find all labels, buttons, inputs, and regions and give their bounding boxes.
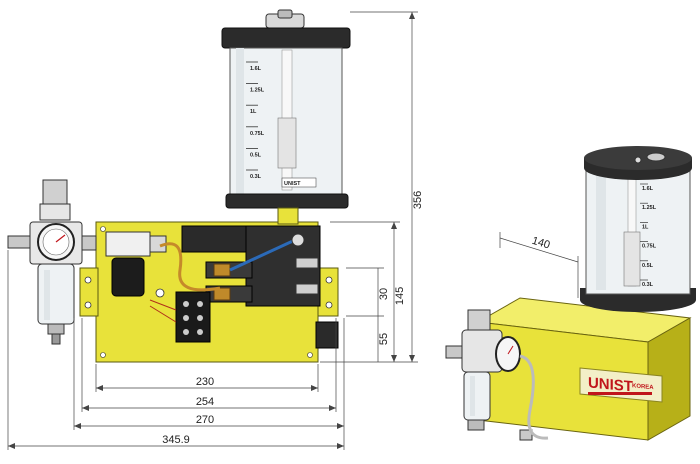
brand-label: UNIST KOREA (579, 367, 663, 403)
dim-width-total: 345.9 (162, 434, 190, 446)
dim-width-270: 270 (196, 414, 214, 426)
filter-regulator-iso (445, 309, 549, 440)
pump-unit (159, 225, 321, 307)
terminal-block (149, 291, 211, 343)
scale-label-iso: 0.3L (642, 282, 654, 288)
reservoir-front: UNIST 1.6L 1.25L 1L 0.75L 0.5L 0.3L (221, 9, 351, 225)
scale-label: 1.6L (250, 66, 262, 72)
scale-label: 0.75L (250, 131, 265, 137)
scale-label-iso: 1.25L (642, 205, 657, 211)
solenoid-valve (105, 231, 167, 297)
dimension-lines (7, 11, 418, 450)
dim-width-254: 254 (196, 396, 214, 408)
dim-width-230: 230 (196, 376, 214, 388)
scale-label-iso: 0.75L (642, 244, 657, 250)
scale-label: 0.5L (250, 152, 262, 158)
dim-offset-lower: 55 (378, 333, 390, 345)
brand-name: UNIST (588, 374, 634, 395)
depth-dimension (499, 232, 579, 298)
scale-label-iso: 0.5L (642, 263, 654, 269)
scale-label: 1L (250, 109, 257, 115)
dimension-arrows (8, 12, 415, 449)
reservoir-badge: UNIST (284, 181, 301, 187)
scale-label: 1.25L (250, 88, 265, 94)
reservoir-iso: 1.6L 1.25L 1L 0.75L 0.5L 0.3L (580, 146, 696, 312)
dim-height-body: 145 (394, 287, 406, 305)
dim-height-total: 356 (412, 191, 424, 209)
filter-regulator-front (7, 179, 97, 345)
dim-depth: 140 (530, 235, 551, 252)
isometric-view: 140 UNIST KOREA 1.6L (445, 146, 696, 441)
reservoir-scale-iso: 1.6L 1.25L 1L 0.75L 0.5L 0.3L (640, 183, 657, 288)
scale-label-iso: 1.6L (642, 186, 654, 192)
reservoir-scale: 1.6L 1.25L 1L 0.75L 0.5L 0.3L (246, 61, 265, 180)
dim-offset-upper: 30 (378, 288, 390, 300)
scale-label-iso: 1L (642, 224, 649, 230)
front-view: UNIST 1.6L 1.25L 1L 0.75L 0.5L 0.3L (7, 9, 424, 450)
cable-gland (315, 321, 339, 349)
brand-suffix: KOREA (632, 383, 654, 391)
scale-label: 0.3L (250, 174, 262, 180)
